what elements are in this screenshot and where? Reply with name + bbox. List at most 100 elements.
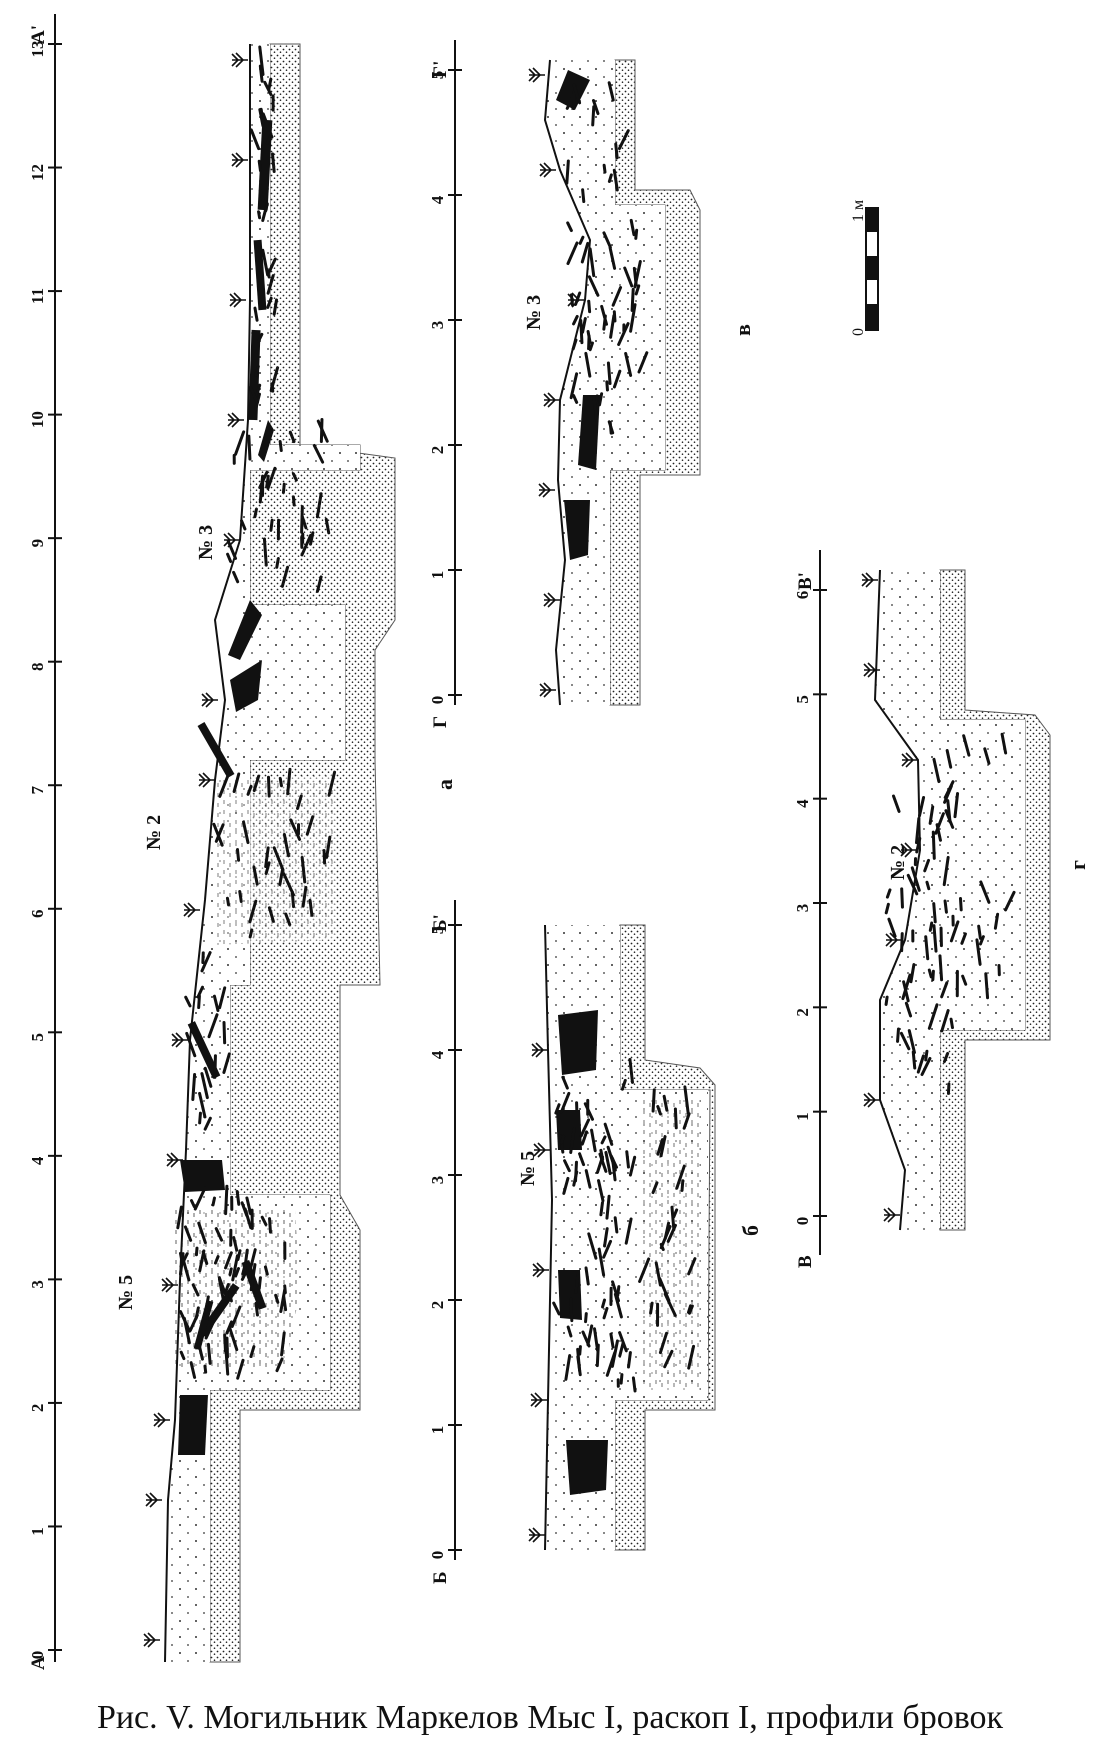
debris-mark	[246, 784, 253, 796]
debris-mark	[581, 317, 587, 334]
debris-mark	[590, 1128, 597, 1153]
debris-mark	[587, 1232, 598, 1260]
debris-mark	[977, 924, 982, 940]
debris-mark	[245, 1196, 253, 1216]
tree-icon	[543, 592, 560, 608]
debris-mark	[228, 1291, 233, 1303]
debris-mark	[628, 1057, 634, 1084]
profile-a-debris	[176, 45, 337, 1380]
debris-mark	[624, 352, 633, 377]
debris-mark	[608, 246, 617, 270]
debris-mark	[203, 1116, 212, 1131]
debris-mark	[923, 858, 931, 873]
profile-v-fill-layer	[545, 60, 665, 705]
debris-mark	[683, 1085, 690, 1115]
debris-mark	[659, 1242, 665, 1252]
debris-mark	[632, 266, 638, 287]
debris-mark	[248, 1248, 257, 1272]
debris-mark	[232, 570, 240, 584]
debris-mark	[602, 231, 612, 249]
debris-mark	[587, 275, 600, 297]
tree-icon	[533, 1142, 550, 1158]
profile-v-debris	[565, 81, 649, 435]
debris-mark	[563, 1159, 571, 1173]
debris-mark	[572, 394, 579, 404]
debris-mark	[213, 1255, 220, 1265]
debris-mark	[275, 556, 280, 569]
debris-mark	[572, 314, 579, 326]
debris-mark	[949, 1017, 954, 1030]
debris-mark	[983, 747, 991, 765]
debris-mark	[248, 899, 258, 924]
debris-mark	[979, 880, 991, 904]
debris-mark	[278, 867, 285, 886]
debris-mark	[197, 994, 201, 1010]
axis-tick-label: 12	[28, 164, 47, 181]
tree-icon	[539, 682, 556, 698]
debris-mark	[242, 820, 250, 845]
debris-mark	[247, 434, 252, 461]
debris-mark	[265, 474, 270, 488]
debris-mark	[242, 1248, 249, 1274]
debris-mark	[268, 1217, 272, 1234]
debris-mark	[993, 912, 1000, 930]
debris-mark	[569, 1126, 576, 1154]
debris-mark	[925, 880, 931, 891]
debris-mark	[281, 482, 286, 494]
tree-icon	[201, 692, 218, 708]
debris-mark	[613, 1292, 623, 1319]
axis-tick-label: 5	[428, 71, 447, 80]
debris-mark	[238, 890, 243, 904]
debris-mark	[917, 796, 926, 818]
debris-mark	[300, 856, 307, 884]
debris-mark	[940, 981, 949, 999]
debris-mark	[904, 1001, 913, 1018]
debris-mark	[266, 296, 273, 309]
debris-mark	[606, 361, 612, 386]
debris-mark	[211, 1196, 216, 1207]
debris-mark	[308, 898, 314, 917]
scale-bar-zero-label: 0	[850, 328, 867, 336]
debris-mark	[953, 792, 960, 819]
axis-tick-label: 0	[428, 696, 447, 705]
debris-mark	[656, 1138, 664, 1156]
debris-mark	[312, 443, 325, 464]
profile-a-grave-2-fill	[215, 775, 335, 945]
debris-mark	[218, 771, 231, 798]
debris-mark	[236, 1358, 245, 1380]
debris-mark	[578, 1345, 582, 1356]
debris-mark	[612, 369, 622, 389]
debris-mark	[184, 995, 192, 1008]
debris-mark	[607, 173, 613, 183]
tree-icon	[183, 902, 200, 918]
tree-icon	[528, 67, 545, 83]
debris-mark	[627, 1351, 632, 1369]
debris-mark	[924, 1049, 929, 1062]
debris-mark	[613, 1216, 619, 1234]
debris-mark	[566, 241, 579, 266]
profile-b-end-label: Б'	[430, 914, 451, 932]
debris-mark	[280, 565, 290, 588]
axis-tick-label: 1	[28, 1527, 47, 1536]
debris-mark	[315, 492, 323, 519]
tree-icon	[171, 1032, 188, 1048]
debris-mark	[253, 507, 258, 519]
debris-mark	[200, 951, 212, 973]
debris-mark	[598, 392, 604, 407]
debris-mark	[325, 835, 332, 859]
axis-tick-label: 1	[428, 1426, 447, 1435]
tree-icon	[538, 482, 555, 498]
profile-a-end-label: А'	[28, 25, 49, 44]
debris-mark	[213, 1054, 217, 1079]
debris-mark	[194, 1246, 199, 1257]
tree-icon	[531, 1042, 548, 1058]
debris-mark	[581, 188, 586, 204]
debris-mark	[662, 1094, 669, 1112]
debris-mark	[234, 1267, 240, 1278]
debris-mark	[910, 866, 921, 892]
axis-tick-label: 5	[428, 926, 447, 935]
debris-mark	[962, 734, 971, 757]
axis-tick-label: 4	[28, 1156, 47, 1165]
debris-mark	[264, 202, 269, 213]
